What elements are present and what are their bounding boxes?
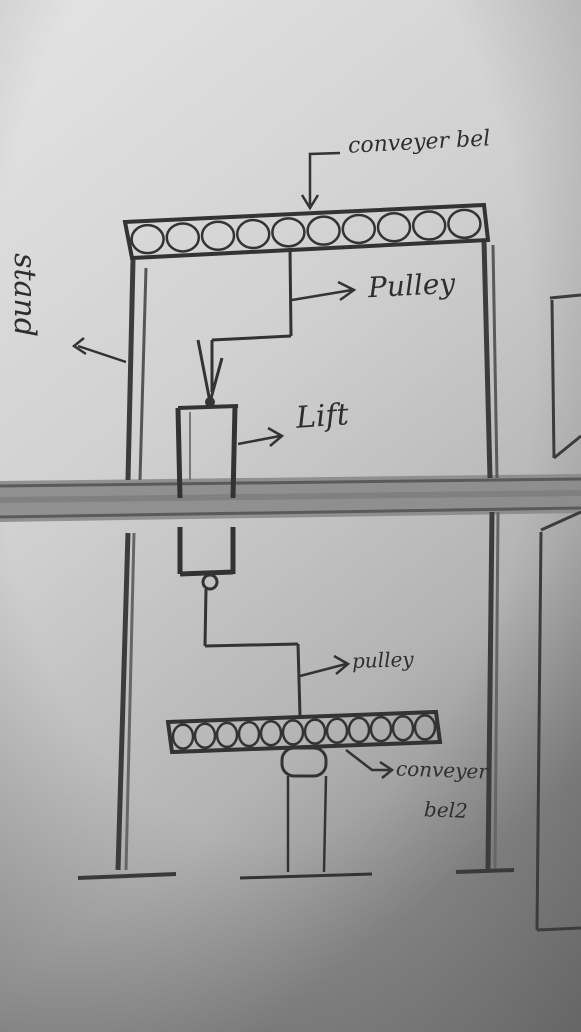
label-pulley-bottom: pulley	[352, 649, 414, 671]
label-conveyor-bottom-2: bel2	[424, 799, 468, 821]
label-conveyor-bottom-1: conveyer	[396, 758, 489, 781]
label-pulley-top: Pulley	[367, 270, 456, 303]
label-lift: Lift	[295, 400, 350, 434]
label-stand: stand	[9, 253, 39, 337]
